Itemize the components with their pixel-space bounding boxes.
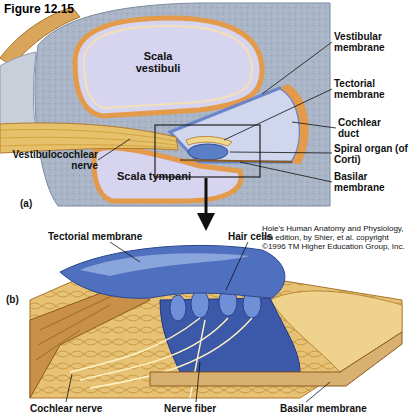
part-label: Basilar membrane <box>280 403 400 414</box>
detail-box <box>155 125 260 177</box>
bony-hatch <box>36 292 120 360</box>
panel-letter: (b) <box>6 294 36 305</box>
credit-note: Hole's Human Anatomy and Physiology, 7th… <box>262 224 412 251</box>
leader-lines-b <box>66 242 330 402</box>
zoom-arrow <box>205 178 208 222</box>
nerve-label: Vestibulocochlear nerve <box>0 149 98 171</box>
part-label: Cochlear duct <box>338 117 394 139</box>
part-label: Vestibular membrane <box>334 31 402 53</box>
chamber-label: Scala tympani <box>104 170 204 182</box>
part-label: Nerve fiber <box>164 403 254 414</box>
part-label: Hair cells <box>228 231 318 242</box>
figure-title: Figure 12.15 <box>4 2 74 16</box>
basilar-membrane-a <box>180 160 292 162</box>
bone-mass <box>35 3 330 206</box>
nerve-label: Cochlear nerve <box>30 403 140 414</box>
part-label: Spiral organ (of Corti) <box>334 143 410 165</box>
nerve-strands <box>0 129 176 148</box>
spiral-organ <box>188 144 228 160</box>
scala-vestibuli-inner <box>84 26 252 108</box>
chamber-label: Scala vestibuli <box>128 50 188 74</box>
leader-lines-a <box>98 42 336 182</box>
scala-vestibuli <box>75 18 262 116</box>
part-label: Tectorial membrane <box>334 78 402 100</box>
tectorial-membrane-b <box>60 245 285 298</box>
part-label: Tectorial membrane <box>48 231 188 242</box>
cochlear-nerve-band <box>0 123 178 153</box>
tectorial-membrane-a <box>186 136 232 146</box>
basilar-membrane-b <box>150 332 402 386</box>
tectorial-highlight <box>80 253 250 276</box>
part-label: Basilar membrane <box>334 171 402 193</box>
panel-letter: (a) <box>20 198 50 209</box>
